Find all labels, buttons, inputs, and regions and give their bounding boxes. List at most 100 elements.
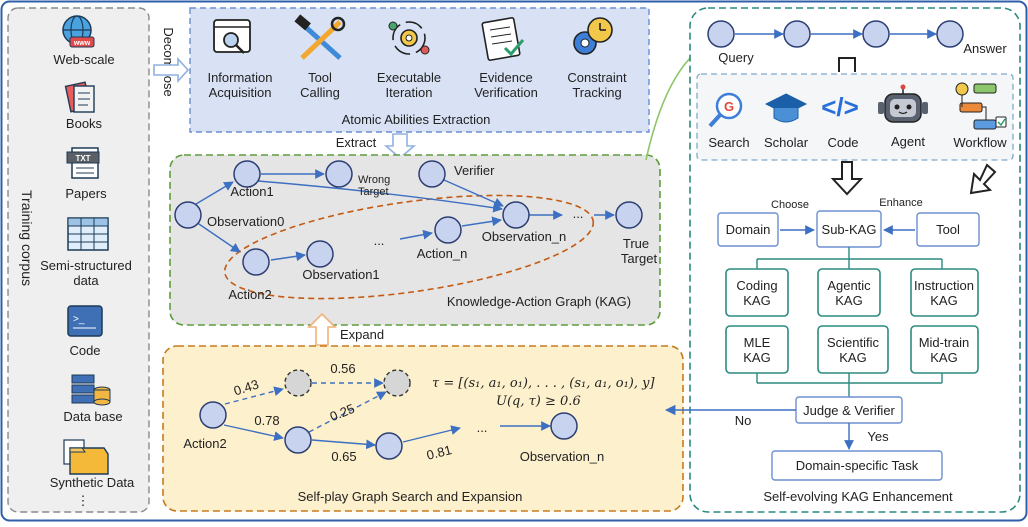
expand-label: Expand [340, 327, 384, 342]
ability-executable-iteration-l2: Iteration [386, 85, 433, 100]
kag-label-ellipsis-top: ... [573, 206, 584, 221]
sp-label-observation-n: Observation_n [520, 449, 605, 464]
scientific-kag-box [817, 325, 889, 374]
kag-node-action-n [434, 216, 462, 244]
kag-node-observation-n [502, 201, 530, 229]
subkag-label: Sub-KAG [822, 222, 877, 237]
gear-clock-icon [573, 17, 613, 55]
corpus-semi-structured: Semi-structured [40, 258, 132, 273]
mle-kag-l2: KAG [743, 350, 770, 365]
sp-weight-5: 0.81 [425, 442, 453, 463]
ability-information-acquisition-l2: Acquisition [209, 85, 272, 100]
tool-search-label: Search [708, 135, 749, 150]
mle-kag-l1: MLE [744, 335, 771, 350]
decompose-label: Decompose [161, 27, 176, 96]
terminal-icon: >_ [67, 305, 103, 337]
corpus-books: Books [66, 116, 103, 131]
ability-evidence-verification-l2: Verification [474, 85, 538, 100]
sp-edge-n2-n3 [311, 439, 376, 450]
sp-label-ellipsis: ... [477, 420, 488, 435]
sp-weight-0: 0.43 [232, 376, 261, 398]
scientific-kag-l1: Scientific [827, 335, 880, 350]
self-evolving-panel: Query Answer G </> [689, 7, 1021, 513]
magnifier-window-icon [213, 19, 251, 54]
decompose-arrow [153, 56, 190, 84]
self-evolving-title: Self-evolving KAG Enhancement [763, 489, 953, 504]
answer-label: Answer [963, 41, 1007, 56]
sp-edge-n2-d2 [308, 391, 387, 433]
txt-file-icon: TXT [66, 147, 100, 179]
kag-node-true-target [615, 201, 643, 229]
atomic-abilities-panel: Information Acquisition Tool Calling Exe… [189, 7, 650, 133]
expand-arrow [307, 312, 337, 346]
sp-edge-a2-d1 [224, 386, 284, 405]
instruction-kag-l1: Instruction [914, 278, 974, 293]
sp-weight-1: 0.56 [330, 361, 355, 376]
coding-kag-box [725, 268, 789, 317]
robot-agent-icon [878, 84, 928, 123]
training-corpus-panel: Training corpus www Web-scale Books TXT [7, 7, 150, 513]
svg-text:G: G [724, 99, 734, 114]
ability-constraint-tracking-l2: Tracking [572, 85, 621, 100]
tool-box [916, 212, 980, 247]
ability-constraint-tracking-l1: Constraint [567, 70, 627, 85]
query-node-1 [707, 20, 735, 48]
ability-tool-calling-l1: Tool [308, 70, 332, 85]
training-corpus-title: Training corpus [19, 190, 35, 286]
scientific-kag-l2: KAG [839, 350, 866, 365]
books-icon [64, 81, 95, 113]
instruction-kag-box [910, 268, 979, 317]
coding-kag-l2: KAG [743, 293, 770, 308]
checklist-icon [481, 17, 525, 61]
kag-edges [195, 169, 615, 262]
instruction-kag-l2: KAG [930, 293, 957, 308]
yes-label: Yes [867, 429, 889, 444]
choose-label: Choose [771, 199, 809, 211]
svg-text:TXT: TXT [75, 154, 90, 163]
kag-label-target-wrong: Target [358, 186, 389, 198]
kag-label-verifier: Verifier [454, 163, 495, 178]
corpus-web-scale: Web-scale [53, 52, 114, 67]
tools-box [696, 73, 1014, 161]
domain-task-box [771, 450, 943, 481]
kag-node-action1 [233, 160, 261, 188]
tool-label: Tool [936, 222, 960, 237]
extract-arrow [383, 133, 417, 160]
kag-label-action2: Action2 [228, 287, 271, 302]
globe-icon: www [62, 15, 95, 48]
midtrain-kag-box [910, 325, 979, 374]
kag-tree-lines [756, 247, 943, 269]
database-icon [71, 374, 111, 406]
query-label: Query [718, 50, 754, 65]
ability-tool-calling-l2: Calling [300, 85, 340, 100]
tools-icon [294, 14, 346, 60]
sp-node-dashed-1 [284, 369, 312, 397]
selfplay-title: Self-play Graph Search and Expansion [298, 489, 523, 504]
domain-task-label: Domain-specific Task [796, 458, 919, 473]
kag-title: Knowledge-Action Graph (KAG) [447, 294, 631, 309]
atomic-abilities-title: Atomic Abilities Extraction [342, 112, 491, 127]
kag-label-observation-n: Observation_n [482, 229, 567, 244]
tool-bracket [838, 57, 856, 72]
kag-label-ellipsis-mid: ... [374, 233, 385, 248]
domain-box [717, 212, 779, 247]
kag-panel: Action1 Wrong Target Verifier Observatio… [169, 154, 661, 326]
down-arrow-right [969, 163, 997, 195]
sp-weight-4: 0.65 [331, 449, 356, 464]
scholar-icon [764, 93, 808, 123]
agentic-kag-l1: Agentic [827, 278, 871, 293]
midtrain-kag-l1: Mid-train [919, 335, 970, 350]
ability-evidence-verification-l1: Evidence [479, 70, 532, 85]
extract-label: Extract [336, 135, 377, 150]
midtrain-kag-l2: KAG [930, 350, 957, 365]
no-label: No [735, 413, 752, 428]
kag-label-target-true: Target [621, 251, 658, 266]
svg-text:>_: >_ [73, 314, 85, 325]
query-node-2 [783, 20, 811, 48]
ability-executable-iteration-l1: Executable [377, 70, 441, 85]
sp-edge-n3-dots [402, 425, 461, 443]
kag-node-observation0 [174, 201, 202, 229]
